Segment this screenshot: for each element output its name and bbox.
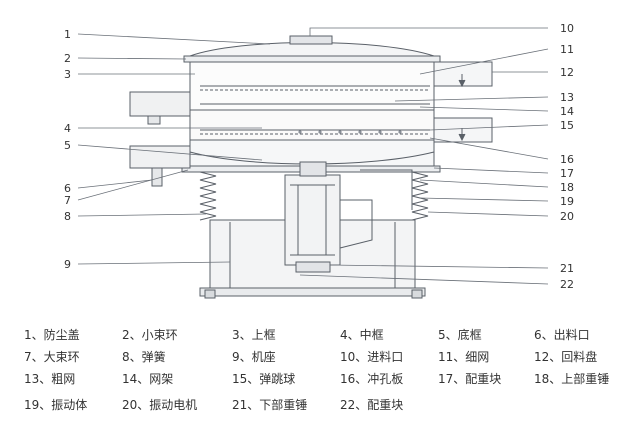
callout-20: 20	[560, 210, 574, 223]
callout-9: 9	[64, 258, 71, 271]
callout-3: 3	[64, 68, 71, 81]
legend-item-16: 16、冲孔板	[340, 372, 404, 386]
callout-12: 12	[560, 66, 574, 79]
callout-18: 18	[560, 181, 574, 194]
vibrating-screen-diagram: 1 2 3 4 5 6 7 8 9 10 11 12 13 14 15 16 1…	[64, 22, 574, 299]
legend-item-19: 19、振动体	[24, 398, 88, 412]
upper-frame	[189, 59, 435, 111]
return-tray	[433, 61, 493, 87]
callout-11: 11	[560, 43, 574, 56]
parts-legend: 1、防尘盖 2、小束环 3、上框 4、中框 5、底框 6、出料口 7、大束环 8…	[0, 316, 640, 426]
legend-item-20: 20、振动电机	[122, 398, 198, 412]
discharge-outlet-lower	[129, 145, 191, 169]
leader-lines	[77, 27, 549, 285]
legend-item-12: 12、回料盘	[534, 350, 598, 364]
legend-item-15: 15、弹跳球	[232, 372, 296, 386]
spring-left	[199, 171, 217, 221]
callout-22: 22	[560, 278, 574, 291]
callout-15: 15	[560, 119, 574, 132]
legend-item-8: 8、弹簧	[122, 350, 166, 364]
legend-item-9: 9、机座	[232, 350, 276, 364]
callout-8: 8	[64, 210, 71, 223]
callout-5: 5	[64, 139, 71, 152]
legend-item-21: 21、下部重锤	[232, 398, 308, 412]
callout-1: 1	[64, 28, 71, 41]
legend-item-22: 22、配重块	[340, 398, 404, 412]
middle-frame	[189, 109, 435, 141]
vibration-motor	[284, 174, 341, 266]
legend-item-17: 17、配重块	[438, 372, 502, 386]
legend-item-10: 10、进料口	[340, 350, 404, 364]
legend-item-14: 14、网架	[122, 372, 174, 386]
right-outlet-lower	[433, 117, 493, 143]
callout-19: 19	[560, 195, 574, 208]
legend-item-13: 13、粗网	[24, 372, 76, 386]
legend-item-6: 6、出料口	[534, 328, 590, 342]
dust-cover	[189, 42, 435, 57]
callout-10: 10	[560, 22, 574, 35]
legend-item-1: 1、防尘盖	[24, 328, 80, 342]
legend-item-4: 4、中框	[340, 328, 384, 342]
callout-7: 7	[64, 194, 71, 207]
legend-item-11: 11、细网	[438, 350, 490, 364]
legend-item-5: 5、底框	[438, 328, 482, 342]
callout-16: 16	[560, 153, 574, 166]
callout-17: 17	[560, 167, 574, 180]
callout-14: 14	[560, 105, 574, 118]
spring-right	[411, 171, 429, 221]
legend-item-3: 3、上框	[232, 328, 276, 342]
legend-item-18: 18、上部重锤	[534, 372, 610, 386]
discharge-outlet-middle	[129, 91, 191, 117]
callout-13: 13	[560, 91, 574, 104]
callout-6: 6	[64, 182, 71, 195]
callout-4: 4	[64, 122, 71, 135]
legend-item-2: 2、小束环	[122, 328, 178, 342]
legend-item-7: 7、大束环	[24, 350, 80, 364]
small-clamp-ring	[183, 55, 441, 63]
feed-inlet	[289, 35, 333, 45]
callout-21: 21	[560, 262, 574, 275]
callout-2: 2	[64, 52, 71, 65]
